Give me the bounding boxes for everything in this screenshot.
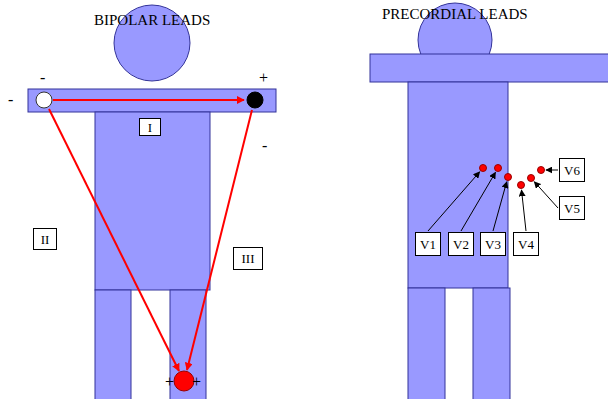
polarity-sign: -	[262, 138, 267, 154]
leader-arrow	[522, 190, 527, 231]
lead-lines	[49, 100, 252, 371]
lead-line	[187, 110, 252, 370]
arms	[370, 54, 608, 82]
lead-line	[49, 109, 179, 371]
leader-arrow	[461, 172, 496, 231]
electrode	[247, 92, 263, 108]
polarity-sign: +	[259, 70, 268, 86]
torso	[408, 82, 508, 288]
polarity-sign: -	[8, 92, 13, 108]
lead-name: I	[148, 121, 152, 134]
leader-arrow	[546, 170, 558, 171]
electrode-dot	[518, 182, 525, 189]
left-leg	[95, 290, 131, 399]
polarity-sign: -	[40, 70, 45, 86]
electrode-label-box: V4	[513, 232, 539, 256]
lead-name: III	[242, 252, 255, 265]
lead-line	[53, 99, 244, 101]
lead-label-box: II	[33, 228, 57, 250]
left-leg	[408, 288, 445, 399]
lead-name: II	[41, 233, 50, 246]
electrode	[36, 92, 52, 108]
electrode-label-box: V2	[448, 232, 474, 256]
lead-name: V2	[453, 238, 469, 251]
electrode-label-box: V6	[559, 158, 585, 182]
electrode-dot	[495, 165, 502, 172]
polarity-sign: +	[165, 374, 174, 390]
left-figure	[28, 5, 276, 399]
electrode-dot	[528, 175, 535, 182]
lead-name: V3	[485, 238, 501, 251]
torso	[95, 112, 210, 290]
leader-arrow	[534, 182, 558, 208]
electrode-label-box: V1	[415, 232, 441, 256]
panel-title: PRECORDIAL LEADS	[382, 7, 528, 22]
electrode-dot	[538, 167, 545, 174]
leader-arrow	[428, 172, 480, 231]
lead-label-box: III	[233, 247, 263, 270]
panel-title: BIPOLAR LEADS	[94, 13, 210, 28]
lead-name: V1	[420, 238, 436, 251]
electrode-dot	[505, 174, 512, 181]
precordial-electrodes	[480, 165, 545, 189]
right-figure	[370, 3, 608, 399]
right-leg	[170, 290, 206, 399]
electrode	[174, 371, 194, 391]
lead-name: V5	[564, 202, 580, 215]
leader-arrow	[493, 182, 507, 231]
right-leg	[473, 288, 510, 399]
electrode-label-box: V5	[559, 196, 585, 220]
arms	[28, 89, 276, 112]
polarity-sign: +	[192, 374, 201, 390]
lead-name: V4	[518, 238, 534, 251]
leader-lines	[428, 170, 558, 231]
electrode-dot	[480, 165, 487, 172]
lead-label-box: I	[139, 118, 161, 136]
electrode-label-box: V3	[480, 232, 506, 256]
lead-name: V6	[564, 164, 580, 177]
